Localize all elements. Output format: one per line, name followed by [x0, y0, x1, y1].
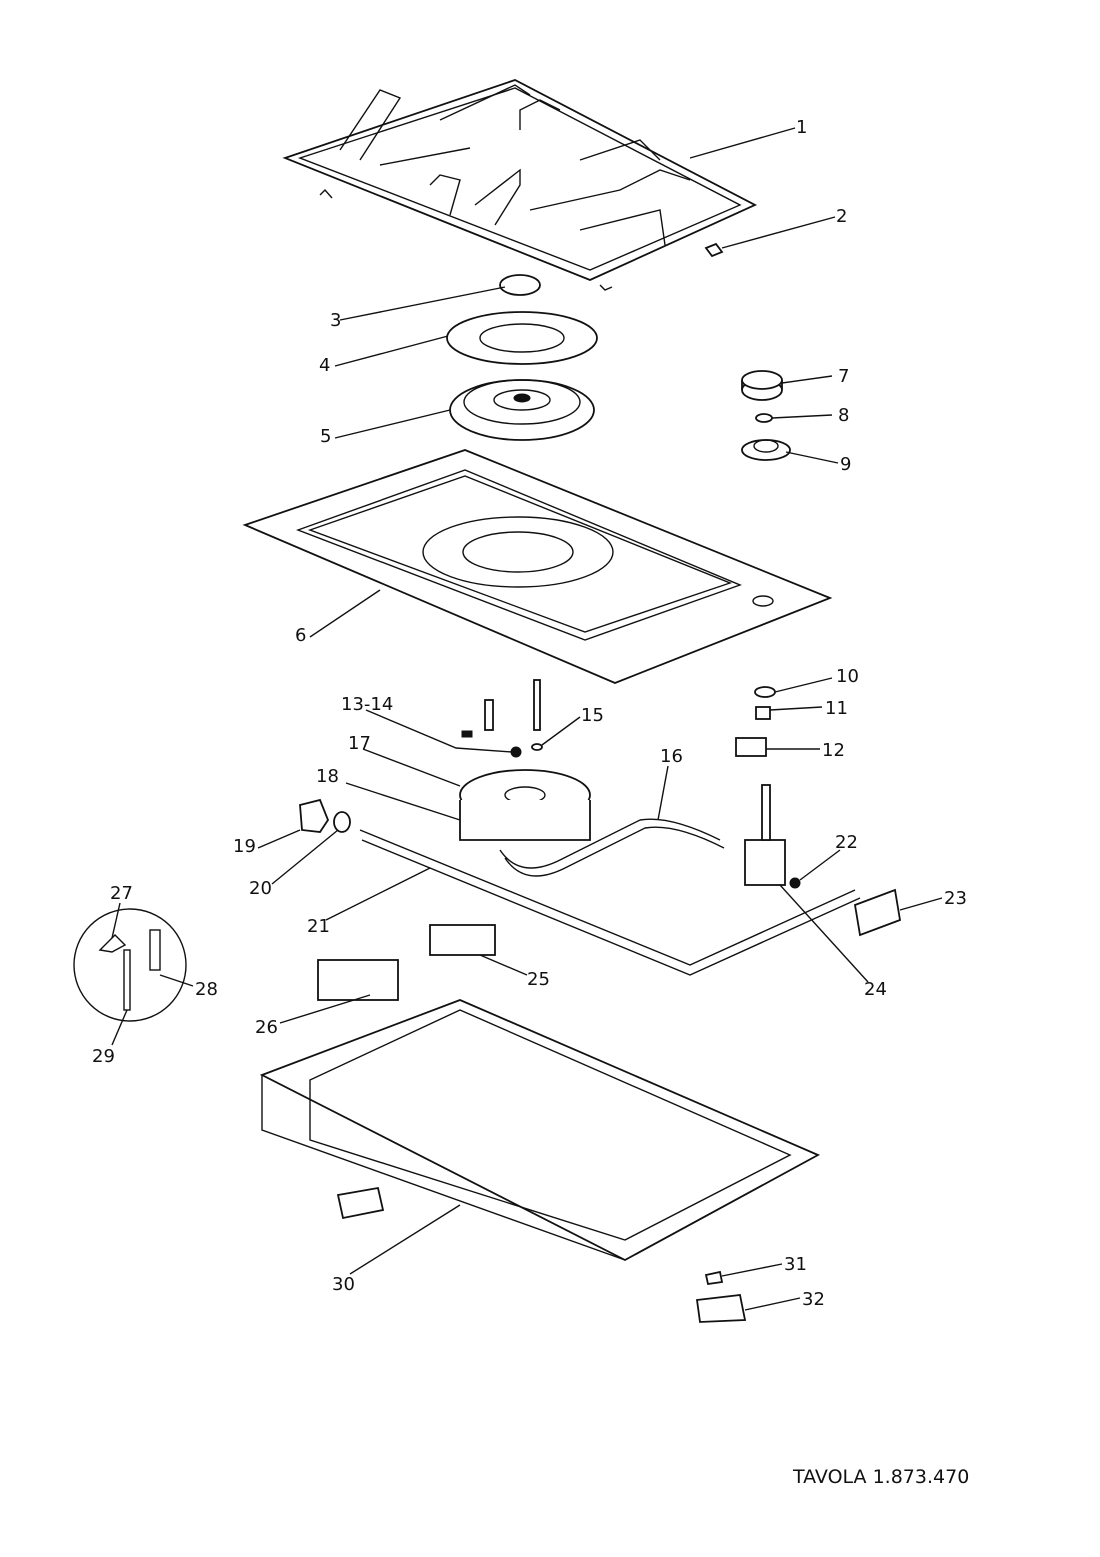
- label-4: 4: [319, 355, 330, 376]
- part-11-microswitch: [755, 706, 771, 720]
- part-24-gas-valve: [744, 784, 786, 886]
- part-16-gas-line: [499, 818, 725, 877]
- label-23: 23: [944, 888, 967, 909]
- leader-lines: [111, 127, 943, 1311]
- label-10: 10: [836, 666, 859, 687]
- part-8-spring: [755, 413, 773, 423]
- label-1: 1: [796, 117, 807, 138]
- label-20: 20: [249, 878, 272, 899]
- label-21: 21: [307, 916, 330, 937]
- label-2: 2: [836, 206, 847, 227]
- part-5-burner: [449, 379, 595, 441]
- label-5: 5: [320, 426, 331, 447]
- part-20-gasket: [333, 811, 351, 833]
- part-labels: 1 2 3 4 5 6 7 8 9 10 11 12 13-14 15 16 1…: [92, 117, 967, 1310]
- label-11: 11: [825, 698, 848, 719]
- part-21-gas-pipe: [359, 829, 861, 976]
- part-7-knob: [741, 370, 783, 401]
- part-13-14-thermocouple: [461, 699, 522, 758]
- part-25-ignition-module: [429, 924, 496, 956]
- part-9-knob-bezel: [741, 439, 791, 461]
- label-16: 16: [660, 746, 683, 767]
- label-25: 25: [527, 969, 550, 990]
- part-31-clip: [704, 1270, 724, 1286]
- part-17-burner-base: [459, 769, 591, 841]
- label-15: 15: [581, 705, 604, 726]
- label-12: 12: [822, 740, 845, 761]
- label-27: 27: [110, 883, 133, 904]
- part-32-bracket: [695, 1294, 747, 1323]
- part-15-spark-plug: [531, 679, 543, 751]
- label-24: 24: [864, 979, 887, 1000]
- drawing-title: TAVOLA 1.873.470: [793, 1466, 970, 1488]
- label-28: 28: [195, 979, 218, 1000]
- label-8: 8: [838, 405, 849, 426]
- label-17: 17: [348, 733, 371, 754]
- part-1-pan-support: [282, 79, 758, 291]
- label-13-14: 13-14: [341, 694, 393, 715]
- part-22-nut: [789, 877, 801, 889]
- label-3: 3: [330, 310, 341, 331]
- detail-circle-27-28-29: [73, 908, 187, 1022]
- label-22: 22: [835, 832, 858, 853]
- label-18: 18: [316, 766, 339, 787]
- part-2-clip: [704, 242, 724, 258]
- label-29: 29: [92, 1046, 115, 1067]
- label-6: 6: [295, 625, 306, 646]
- part-3-burner-cap: [499, 274, 541, 296]
- part-4-flame-spreader: [446, 311, 598, 365]
- part-10-grommet: [754, 686, 776, 698]
- label-31: 31: [784, 1254, 807, 1275]
- part-19-elbow: [299, 798, 330, 833]
- label-32: 32: [802, 1289, 825, 1310]
- label-26: 26: [255, 1017, 278, 1038]
- part-12-connector: [735, 737, 767, 757]
- part-30-bracket-small: [336, 1186, 385, 1220]
- part-30-base-tray: [259, 999, 821, 1262]
- label-19: 19: [233, 836, 256, 857]
- part-6-worktop: [242, 449, 833, 684]
- part-23-bracket: [853, 888, 902, 937]
- part-26-battery-box: [317, 959, 399, 1001]
- label-7: 7: [838, 366, 849, 387]
- label-9: 9: [840, 454, 851, 475]
- label-30: 30: [332, 1274, 355, 1295]
